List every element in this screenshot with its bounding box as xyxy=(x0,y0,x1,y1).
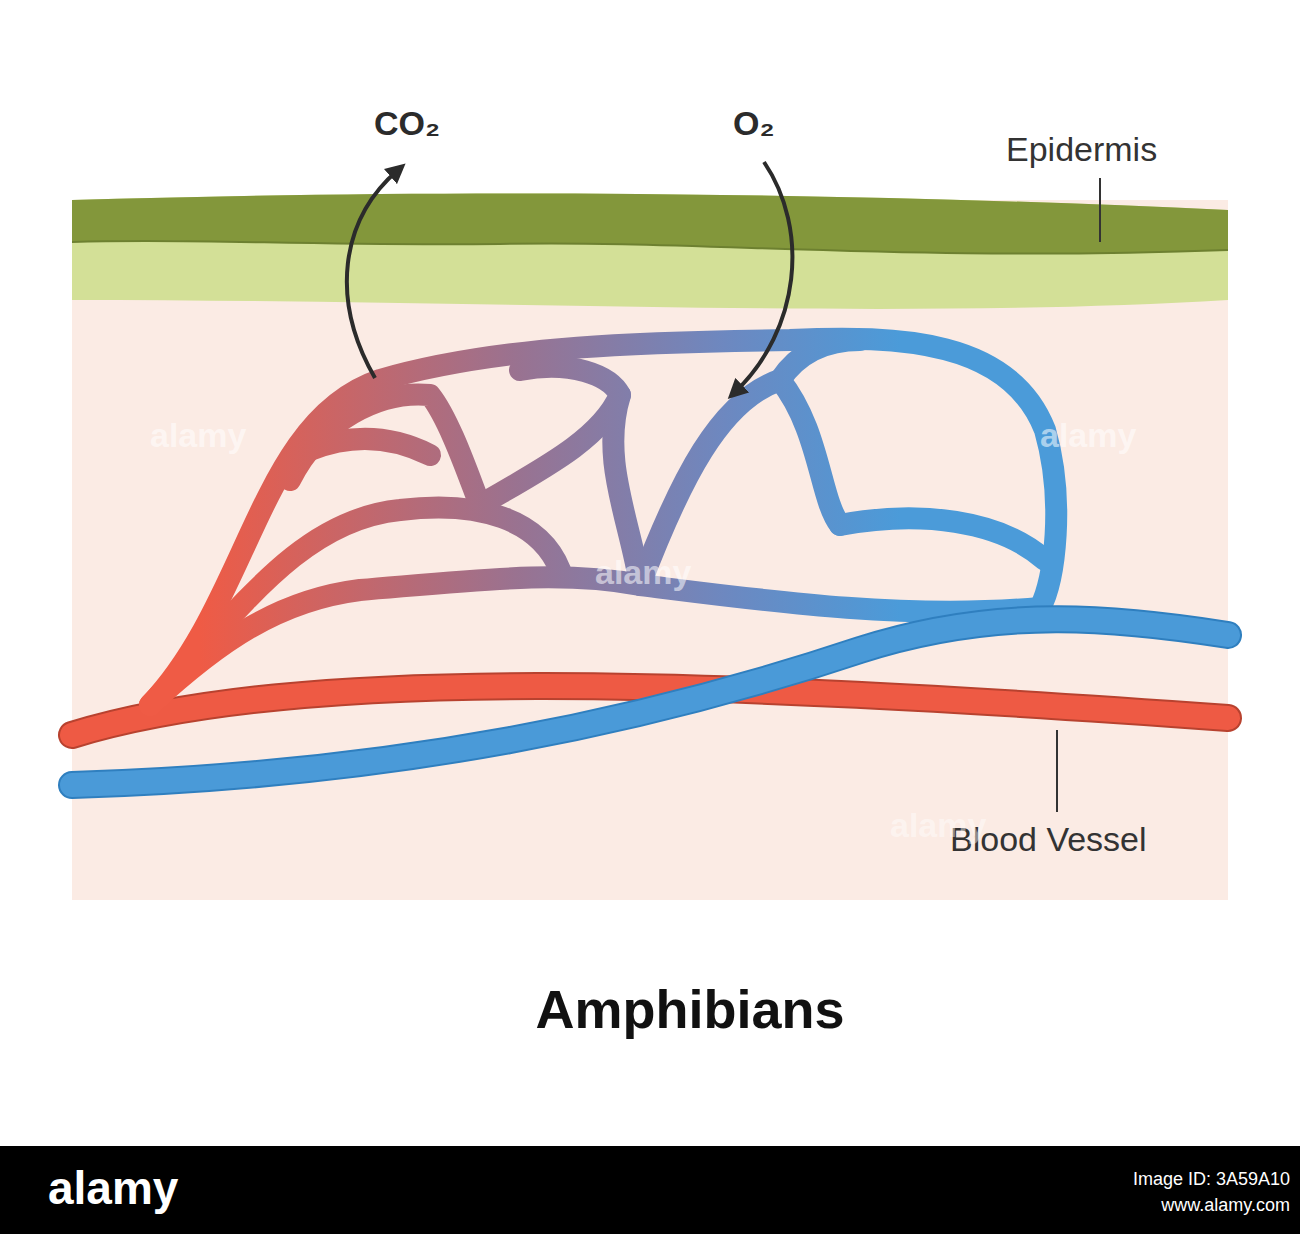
co2-arrow xyxy=(347,170,398,378)
gas-label: O₂ xyxy=(733,106,775,140)
watermark-bar xyxy=(0,1146,1300,1234)
epidermis-dark xyxy=(72,193,1228,253)
leader-line xyxy=(1056,730,1058,812)
vessels xyxy=(72,339,1228,785)
o2-arrow xyxy=(735,162,792,392)
watermark: alamy xyxy=(890,808,986,842)
part-name: Epidermis xyxy=(1006,132,1157,166)
leader-line xyxy=(1099,178,1101,242)
epidermis-light xyxy=(72,193,1228,308)
gas-label: CO₂ xyxy=(374,106,440,140)
watermark: alamy xyxy=(595,555,691,589)
watermark-id: Image ID: 3A59A10 xyxy=(1133,1170,1290,1188)
watermark: alamy xyxy=(1040,418,1136,452)
diagram-title: Amphibians xyxy=(535,982,844,1036)
watermark-url: www.alamy.com xyxy=(1161,1196,1290,1214)
watermark: alamy xyxy=(150,418,246,452)
watermark-logo: alamy xyxy=(48,1165,178,1211)
